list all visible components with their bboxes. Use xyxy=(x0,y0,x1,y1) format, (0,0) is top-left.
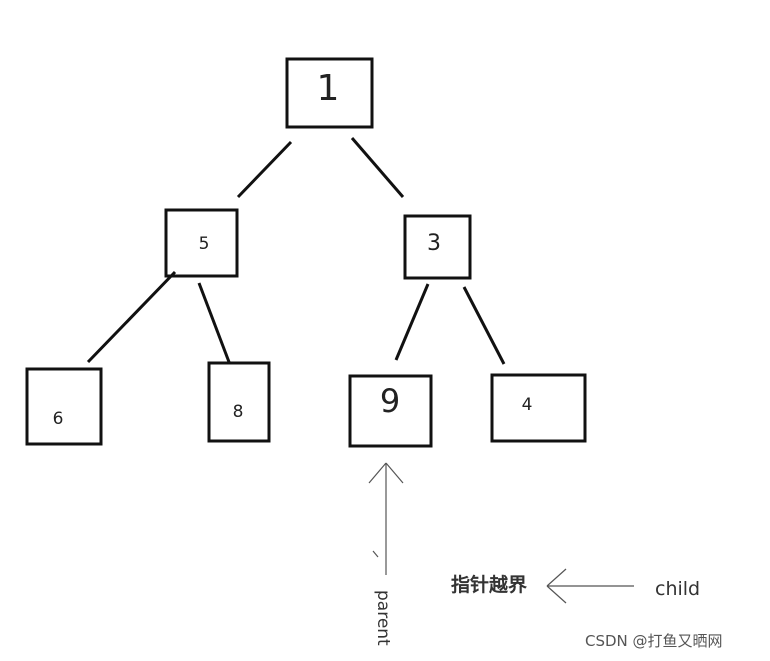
tree-node-8: 8 xyxy=(207,361,271,443)
node-label-1: 1 xyxy=(317,68,340,109)
tree-node-5: 5 xyxy=(164,208,239,278)
out-of-bounds-label: 指针越界 xyxy=(451,573,527,596)
tree-node-4: 4 xyxy=(490,373,587,443)
parent-arrow xyxy=(368,462,404,575)
node-label-4: 4 xyxy=(522,395,533,415)
node-label-5: 5 xyxy=(199,234,210,254)
edge-3-9 xyxy=(394,283,430,361)
node-label-3: 3 xyxy=(427,231,441,256)
edge-1-5 xyxy=(236,140,293,199)
child-label: child xyxy=(655,578,700,600)
node-label-6: 6 xyxy=(53,409,64,429)
child-arrow xyxy=(546,568,634,604)
parent-label: parent xyxy=(373,590,393,646)
tree-node-1: 1 xyxy=(285,57,374,129)
node-label-9: 9 xyxy=(380,382,400,420)
csdn-watermark: CSDN @打鱼又晒网 xyxy=(585,632,723,650)
tree-node-6: 6 xyxy=(25,367,103,446)
edge-5-8 xyxy=(197,282,231,363)
tree-node-3: 3 xyxy=(403,214,472,280)
edge-1-3 xyxy=(350,137,405,198)
node-label-8: 8 xyxy=(233,402,244,422)
edge-5-6 xyxy=(86,270,177,364)
edge-3-4 xyxy=(462,286,506,365)
tree-edges xyxy=(86,137,506,365)
tree-node-9: 9 xyxy=(348,374,433,448)
